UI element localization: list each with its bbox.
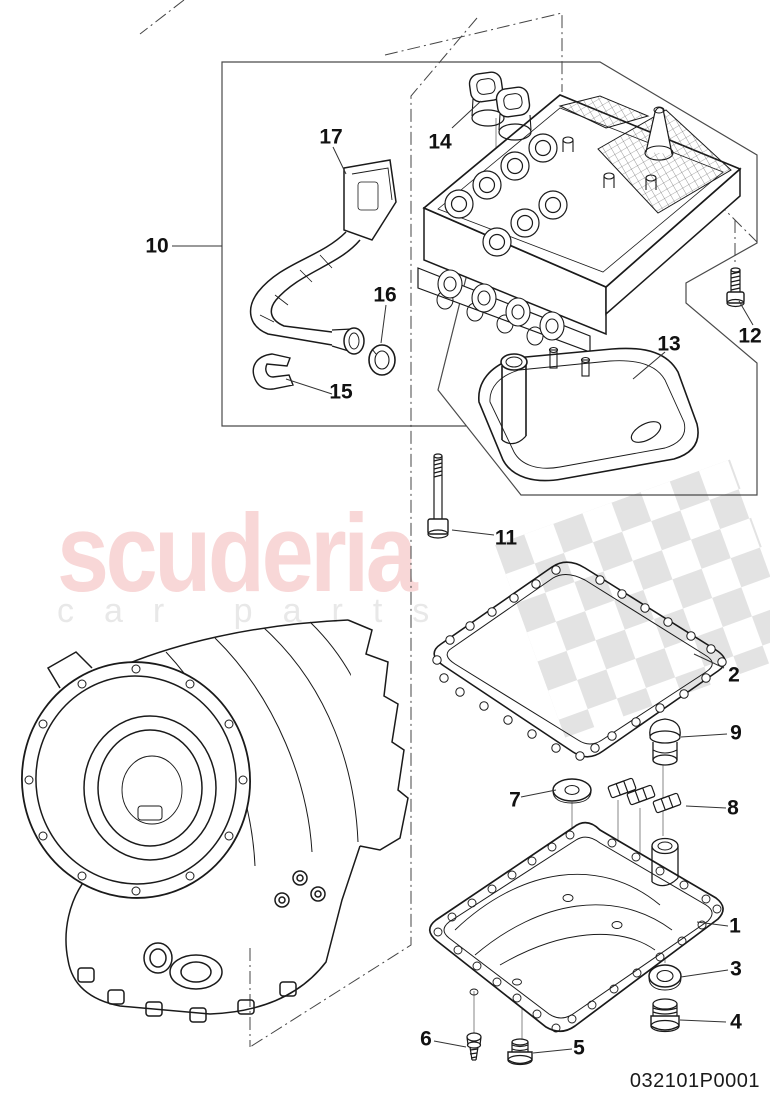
callout-12: 12	[738, 324, 762, 348]
callout-10: 10	[145, 234, 169, 258]
grommets	[468, 71, 532, 141]
callout-8: 8	[727, 796, 739, 820]
callout-2: 2	[728, 663, 740, 687]
clips	[607, 777, 682, 814]
bolt-small	[726, 267, 745, 308]
wiring-harness	[249, 159, 397, 355]
callout-4: 4	[730, 1010, 742, 1034]
callout-1: 1	[729, 914, 741, 938]
callout-6: 6	[420, 1027, 432, 1051]
seal-ring	[648, 964, 682, 991]
leader-lines	[172, 100, 754, 1054]
callout-13: 13	[657, 332, 681, 356]
washer	[552, 778, 592, 804]
transmission-housing	[21, 619, 409, 1023]
plug-small	[507, 1038, 533, 1066]
screw	[466, 1032, 482, 1061]
valve-body	[417, 94, 742, 353]
frame-lines	[221, 61, 758, 496]
bolt-long	[427, 453, 449, 539]
watermark-tagline: car parts	[57, 592, 460, 630]
callout-3: 3	[730, 957, 742, 981]
center-lines	[139, 0, 758, 1048]
retaining-clip	[252, 353, 294, 390]
bushing	[368, 344, 396, 376]
drawing-code: 032101P0001	[629, 1070, 760, 1092]
plug-cap	[649, 718, 681, 766]
drain-plug	[650, 998, 680, 1033]
callout-17: 17	[319, 125, 343, 149]
callout-16: 16	[373, 283, 397, 307]
callout-9: 9	[730, 721, 742, 745]
oil-filter	[478, 346, 699, 482]
callout-11: 11	[494, 526, 518, 550]
gasket	[432, 561, 727, 761]
oil-pan	[428, 821, 724, 1033]
callout-15: 15	[329, 380, 353, 404]
callout-5: 5	[573, 1036, 585, 1060]
callout-14: 14	[428, 130, 452, 154]
watermark-brand: scuderia	[57, 492, 418, 615]
callout-7: 7	[509, 788, 521, 812]
